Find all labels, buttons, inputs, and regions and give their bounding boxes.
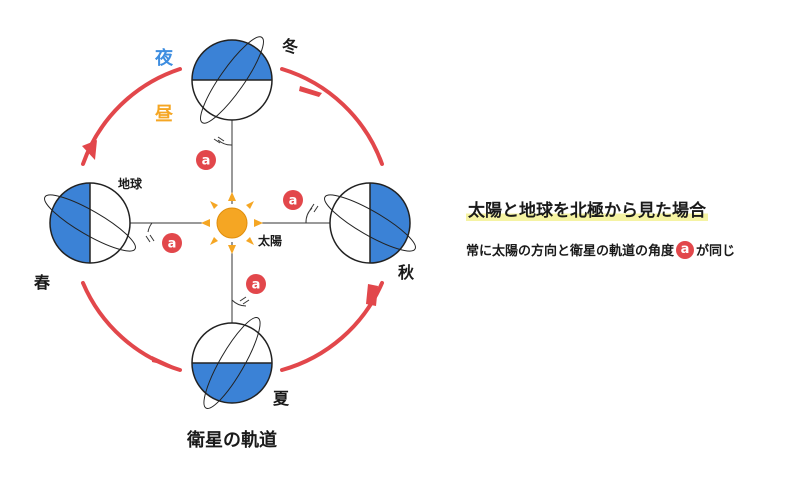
- label-winter: 冬: [282, 37, 298, 56]
- note-title-text: 太陽と地球を北極から見た場合: [466, 201, 708, 221]
- note-text-before: 常に太陽の方向と衛星の軌道の角度: [466, 244, 675, 259]
- orbit-direction-arrows: [82, 86, 378, 368]
- sun-earth-lines: [130, 120, 330, 323]
- earth-autumn: [305, 182, 416, 264]
- label-sun: 太陽: [258, 233, 282, 248]
- note-text: 常に太陽の方向と衛星の軌道の角度 a が同じ: [466, 240, 735, 259]
- svg-text:a: a: [168, 237, 177, 252]
- angle-badge-spring: a: [162, 233, 182, 253]
- label-summer: 夏: [272, 389, 290, 408]
- diagram-title: 衛星の軌道: [186, 429, 277, 451]
- svg-text:a: a: [202, 154, 211, 169]
- label-earth: 地球: [118, 176, 143, 191]
- svg-text:a: a: [289, 194, 298, 209]
- label-autumn: 秋: [398, 263, 415, 282]
- angle-badge-autumn: a: [283, 190, 303, 210]
- angle-badge-winter: a: [196, 150, 216, 170]
- svg-text:a: a: [252, 278, 261, 293]
- label-day: 昼: [155, 104, 173, 125]
- angle-badge-summer: a: [246, 274, 266, 294]
- note-title: 太陽と地球を北極から見た場合: [466, 200, 708, 222]
- note-text-after: が同じ: [696, 244, 736, 259]
- sun-icon: [201, 192, 263, 254]
- angle-badge-note: a: [676, 240, 695, 259]
- earth-winter: [191, 36, 273, 146]
- label-spring: 春: [33, 273, 51, 292]
- label-night: 夜: [154, 47, 174, 69]
